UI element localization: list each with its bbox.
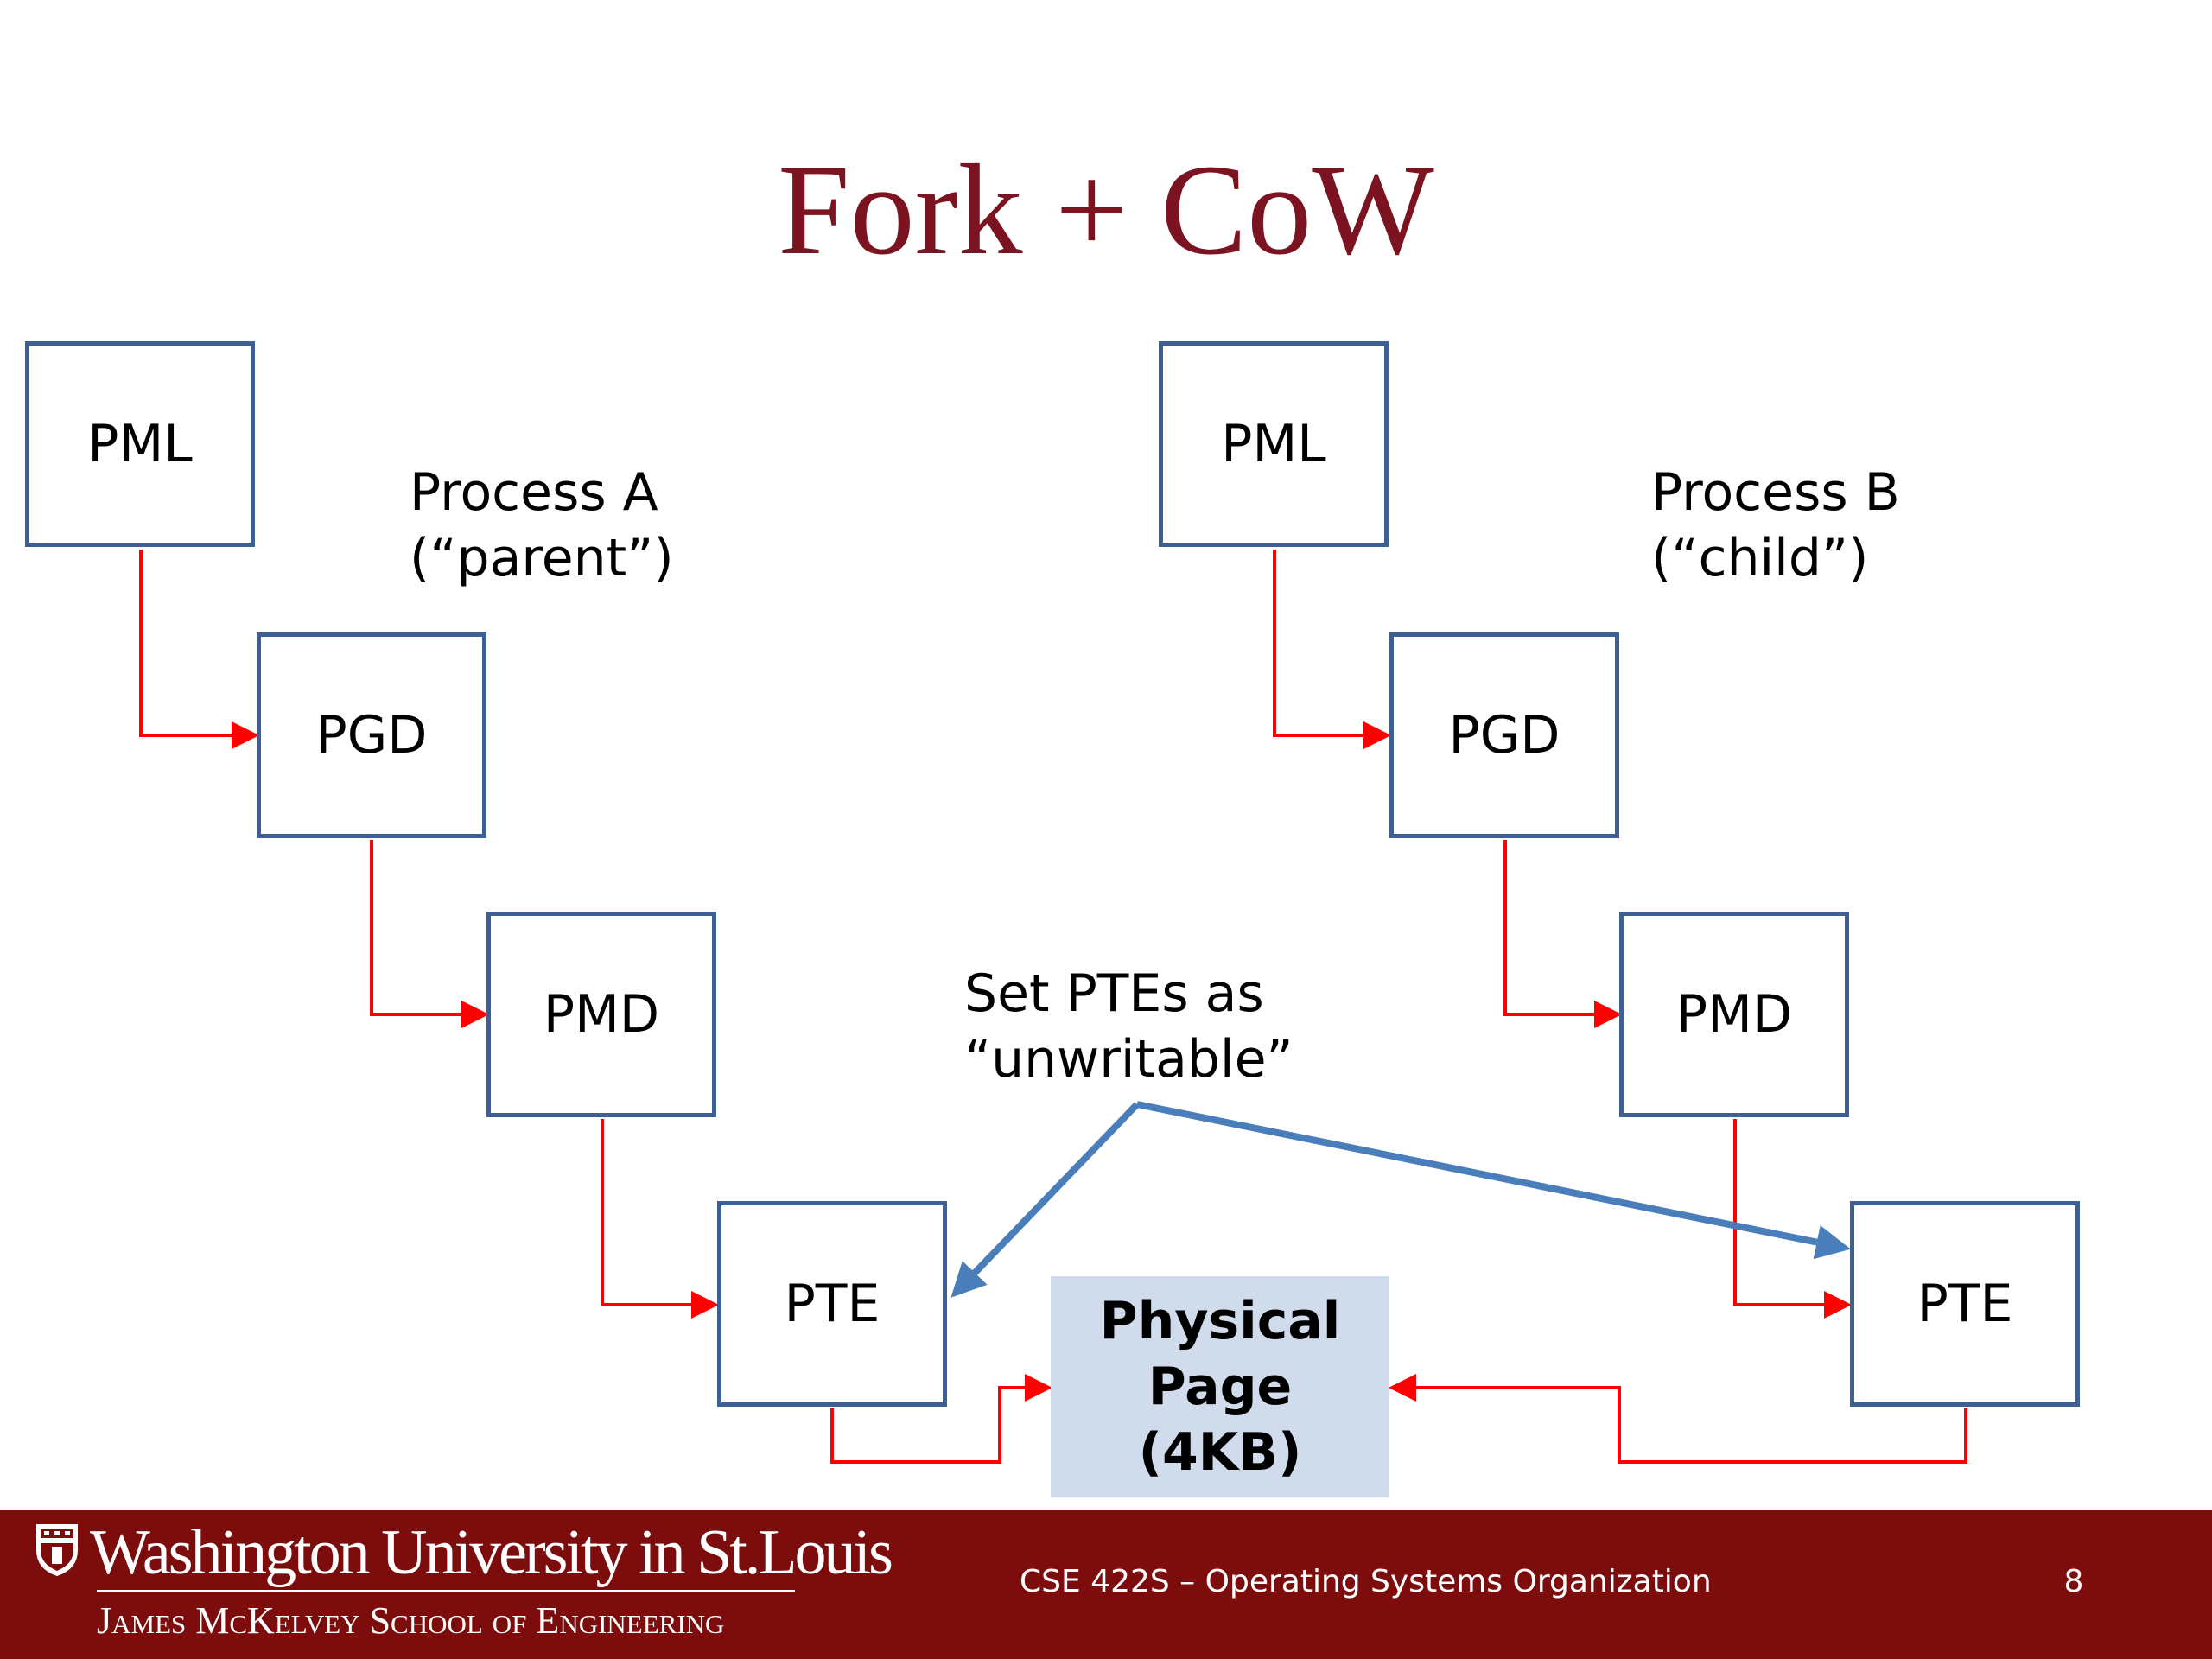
process-b-label-line1: Process B [1651,462,1900,523]
university-logo-text: Washington University in St.Louis [90,1517,893,1588]
connector-a-pte-physical [830,1374,1052,1464]
process-a-pte-box: PTE [717,1201,947,1407]
process-a-label-line1: Process A [410,462,658,523]
process-b-label: Process B (“child”) [1651,460,1900,591]
university-crest-icon [36,1524,78,1576]
physical-page-line2: Page [1147,1357,1293,1417]
process-b-label-line2: (“child”) [1651,528,1869,588]
process-b-pgd-box: PGD [1389,632,1619,838]
school-name: James McKelvey School of Engineering [97,1599,725,1642]
process-a-pml-box: PML [25,341,255,547]
connector-a-pmd-pte [601,1119,719,1319]
connector-a-pgd-pmd [370,840,489,1028]
process-b-pmd-box: PMD [1619,912,1849,1117]
footer-bar [0,1510,2212,1659]
process-a-label: Process A (“parent”) [410,460,674,591]
connector-b-pml-pgd [1273,550,1391,749]
annotation-line2: “unwritable” [964,1029,1294,1090]
connector-layer [139,550,1967,1464]
course-name: CSE 422S – Operating Systems Organizatio… [1020,1564,1712,1599]
physical-page-line3: (4KB) [1138,1422,1302,1483]
process-a-pgd-box: PGD [257,632,486,838]
process-b-pte-box: PTE [1850,1201,2080,1407]
logo-divider [97,1590,795,1592]
connector-b-pgd-pmd [1503,840,1622,1028]
process-b-pml-box: PML [1159,341,1389,547]
slide-title: Fork + CoW [778,138,1434,282]
process-a-pmd-box: PMD [486,912,716,1117]
page-number: 8 [2063,1564,2084,1599]
connector-a-pml-pgd [139,550,259,749]
annotation-line1: Set PTEs as [964,963,1264,1024]
pte-unwritable-annotation: Set PTEs as “unwritable” [964,961,1294,1092]
connector-b-pmd-pte [1733,1119,1852,1319]
annotation-arrow-to-pte-b [1136,1101,1851,1260]
connector-b-pte-physical [1389,1374,1967,1464]
annotation-arrow-to-pte-a [950,1102,1140,1298]
physical-page-line1: Physical [1099,1291,1341,1351]
physical-page-box: Physical Page (4KB) [1051,1276,1389,1497]
process-a-label-line2: (“parent”) [410,528,674,588]
